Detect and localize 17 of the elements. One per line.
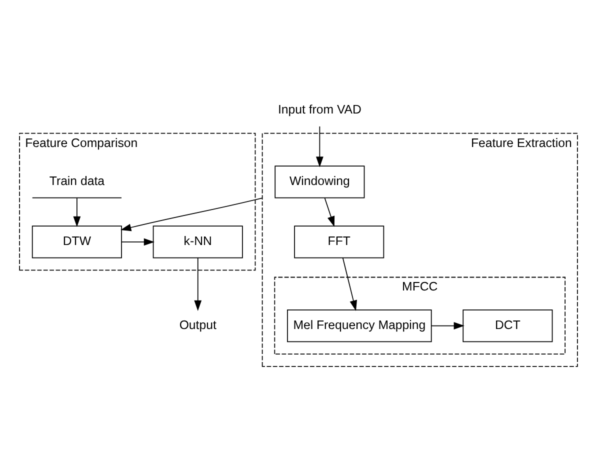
arrow xyxy=(194,257,202,312)
arrow xyxy=(316,126,324,168)
node-box: DTW xyxy=(32,226,122,258)
node-text: Output xyxy=(179,318,216,332)
arrow xyxy=(324,198,335,227)
node-box: k-NN xyxy=(152,226,243,258)
node-text: Train data xyxy=(49,174,104,188)
arrow xyxy=(120,198,263,232)
arrow xyxy=(121,238,154,246)
node-text: Input from VAD xyxy=(278,102,362,117)
arrow xyxy=(73,198,81,227)
node-box: Windowing xyxy=(274,166,365,198)
arrow xyxy=(342,257,358,311)
node-box: FFT xyxy=(294,226,384,258)
node-box: DCT xyxy=(462,309,553,342)
node-box: Mel Frequency Mapping xyxy=(287,309,432,342)
arrow xyxy=(431,322,464,330)
